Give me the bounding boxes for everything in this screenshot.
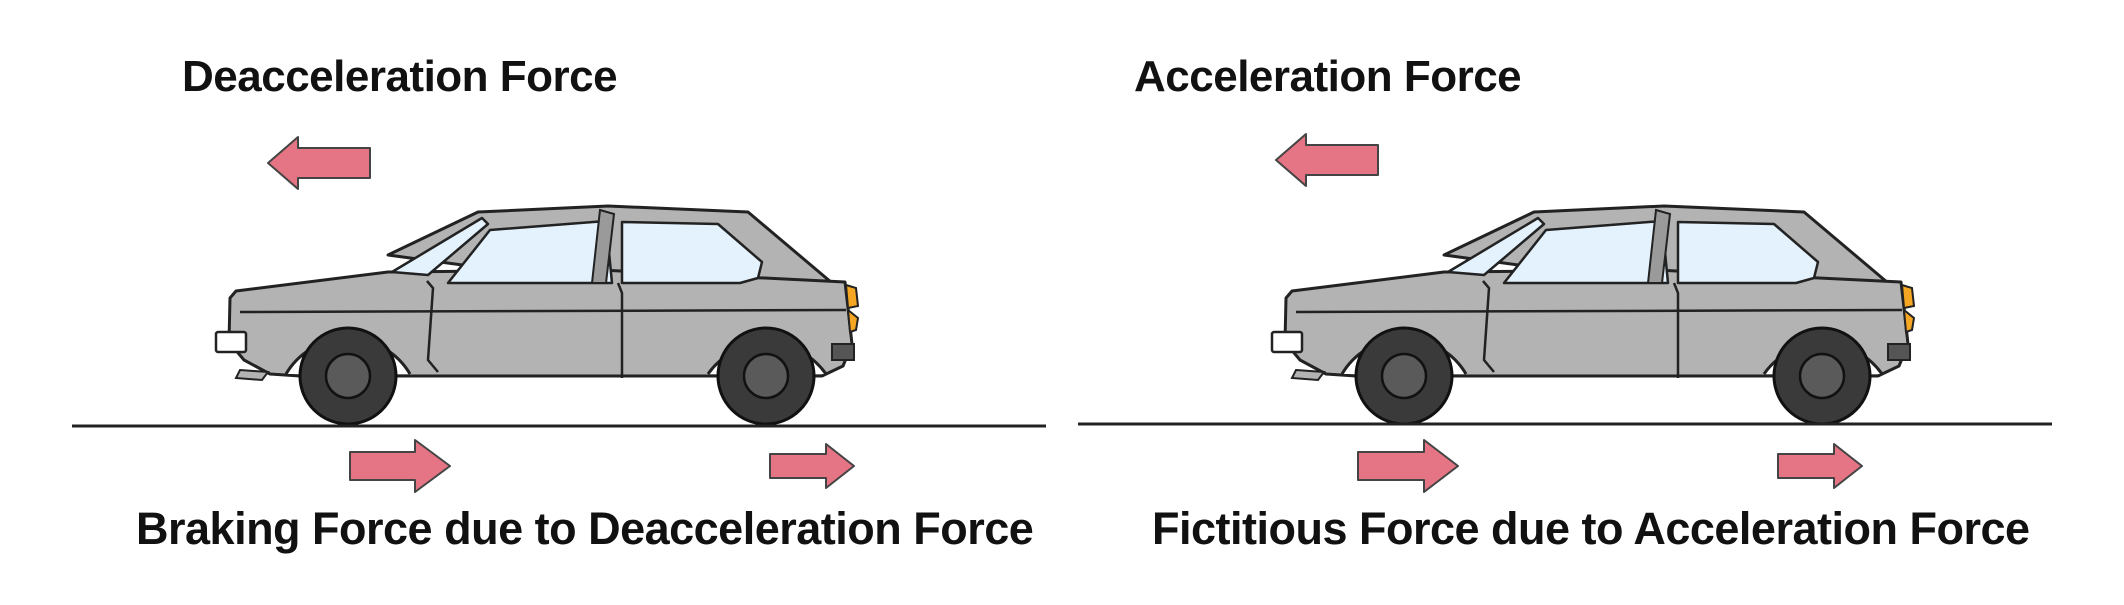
deceleration-force-label: Deacceleration Force [182, 52, 618, 101]
rear-fictitious-arrow [1777, 443, 1863, 489]
deceleration-panel: Deacceleration Force Braking Force due t… [72, 52, 1046, 554]
rear-braking-arrow [769, 443, 855, 489]
deceleration-scene [72, 136, 1046, 493]
acceleration-force-label: Acceleration Force [1134, 52, 1522, 101]
fictitious-force-label: Fictitious Force due to Acceleration For… [1152, 503, 2030, 554]
acceleration-panel: Acceleration Force Fictitious Force due … [1062, 0, 2124, 605]
front-braking-arrow [349, 439, 451, 493]
front-fictitious-arrow [1357, 439, 1459, 493]
acceleration-scene [1078, 133, 2052, 493]
deceleration-force-arrow [267, 136, 371, 190]
car-illustration [1270, 204, 1916, 426]
braking-force-label: Braking Force due to Deacceleration Forc… [136, 503, 1034, 554]
acceleration-force-arrow [1275, 133, 1379, 187]
car-illustration [214, 204, 860, 426]
